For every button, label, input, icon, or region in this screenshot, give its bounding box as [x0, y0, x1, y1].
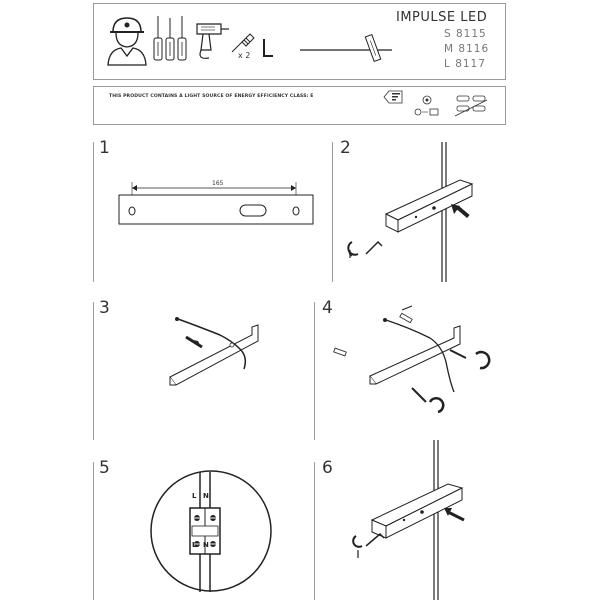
- screw-anchor-icon: [231, 33, 255, 53]
- step-2-mount-diagram: [347, 142, 474, 282]
- step-5-number: 5: [99, 458, 110, 478]
- step-4-frame: [314, 302, 315, 440]
- energy-notice-box: [93, 86, 506, 125]
- terminal-label-l-top: L: [192, 492, 197, 500]
- step-2-number: 2: [340, 138, 351, 158]
- step-6-mount-diagram: [352, 440, 465, 600]
- light-source-icon: [414, 95, 439, 116]
- step-3-wire-diagram: [169, 317, 259, 386]
- terminal-label-l-bottom: L: [192, 541, 197, 549]
- step-1-number: 1: [99, 138, 110, 158]
- model-code-s: S 8115: [444, 28, 487, 40]
- screwdriver-icon: [153, 16, 187, 61]
- installer-icon: [107, 17, 147, 66]
- step-2-frame: [332, 142, 333, 282]
- product-name: IMPULSE LED: [396, 10, 488, 25]
- step-4-mount-diagram: [333, 305, 491, 414]
- step-1-dimension-label: 165: [212, 180, 224, 187]
- step-4-number: 4: [322, 298, 333, 318]
- terminal-label-n-top: N: [203, 492, 209, 500]
- energy-label-icon: [383, 90, 403, 104]
- step-5-terminal-diagram: [150, 470, 272, 592]
- step-6-number: 6: [322, 458, 333, 478]
- step-3-number: 3: [99, 298, 110, 318]
- model-code-m: M 8116: [444, 43, 490, 55]
- terminal-label-n-bottom: N: [203, 541, 209, 549]
- drill-icon: [196, 23, 229, 59]
- step-5-frame: [93, 462, 94, 600]
- model-code-l: L 8117: [444, 58, 486, 70]
- step-6-frame: [314, 462, 315, 600]
- energy-notice-text: THIS PRODUCT CONTAINS A LIGHT SOURCE OF …: [109, 94, 314, 99]
- step-1-frame: [93, 142, 94, 282]
- header-box: [93, 3, 506, 80]
- step-3-frame: [93, 302, 94, 440]
- allen-key-icon: [263, 39, 273, 57]
- mounting-parts-icon: [454, 95, 488, 117]
- lamp-icon: [300, 33, 392, 63]
- step-1-bracket-diagram: [118, 182, 314, 225]
- tool-quantity: x 2: [238, 51, 251, 60]
